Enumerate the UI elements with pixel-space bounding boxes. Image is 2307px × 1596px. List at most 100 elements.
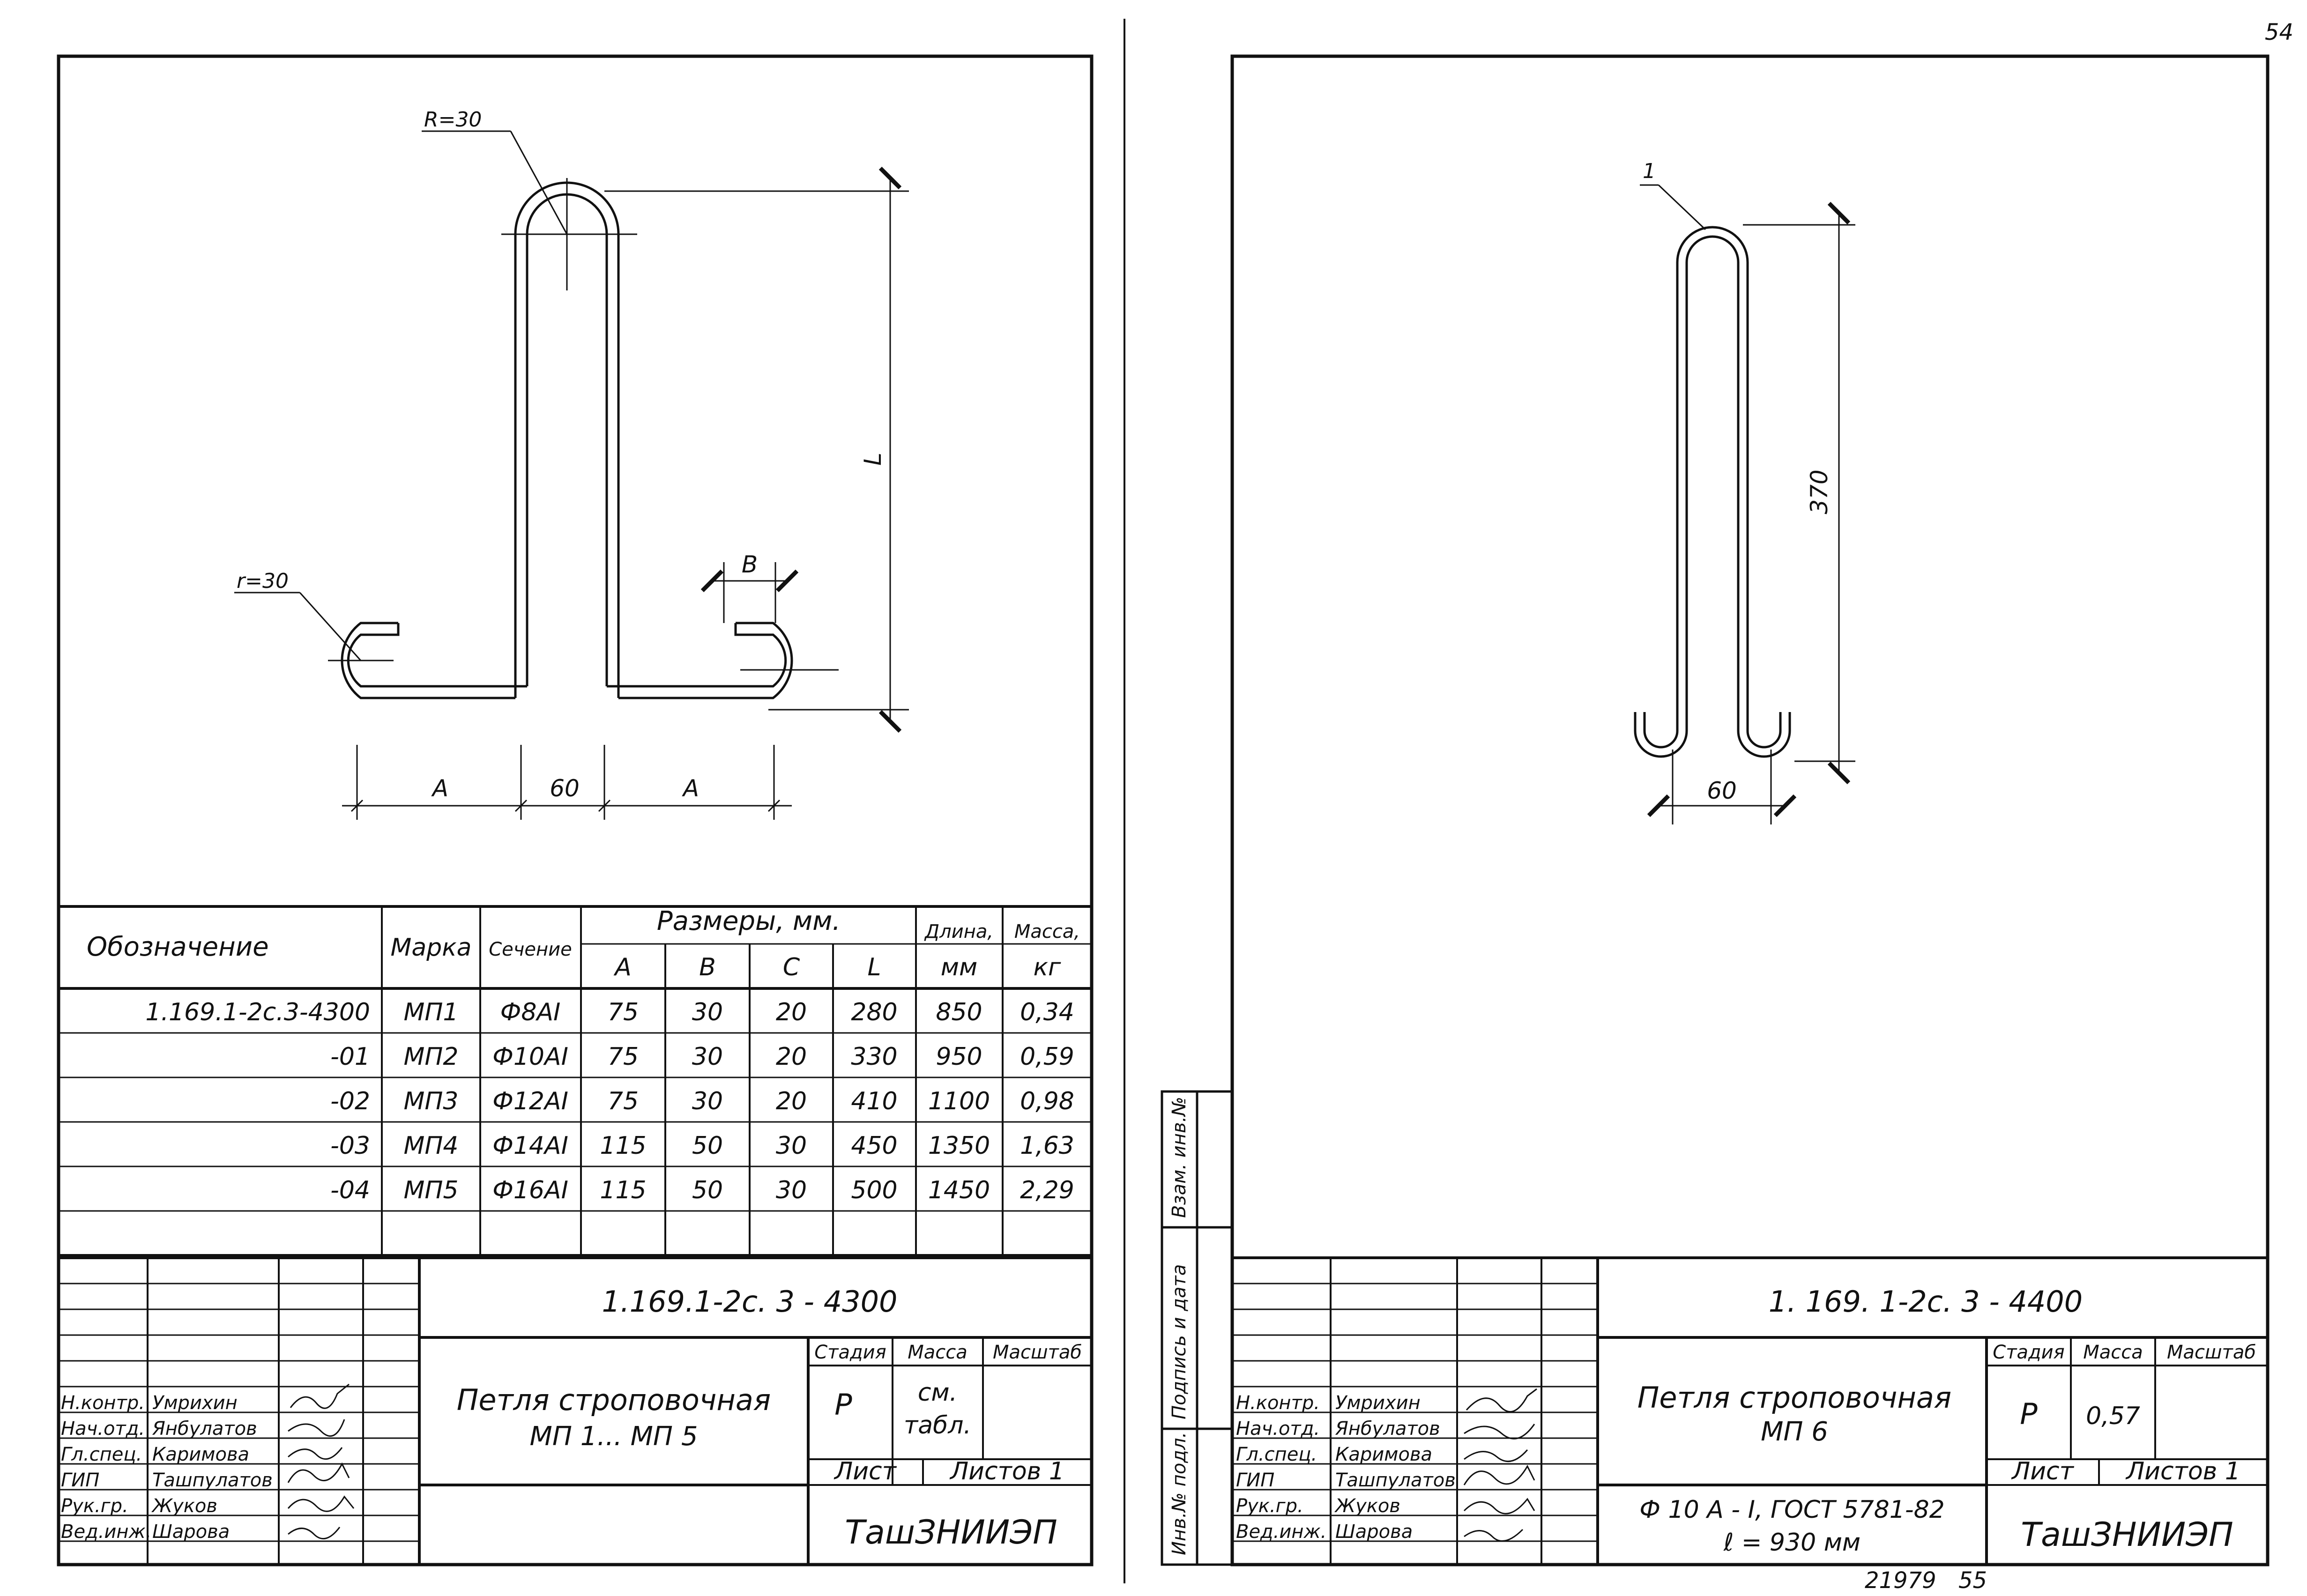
right-mass-value: 0,57: [2086, 1402, 2140, 1430]
cell-designation: -01: [330, 1043, 370, 1071]
hdr-mark: Марка: [390, 934, 471, 962]
role-name: Ташпулатов: [152, 1470, 273, 1491]
left-stage-value: Р: [834, 1388, 852, 1422]
spec-table-header: Обозначение Марка Сечение Размеры, мм. A…: [87, 906, 1080, 981]
page-number: 54: [2265, 19, 2293, 45]
role-name: Янбулатов: [1335, 1418, 1440, 1440]
role-label: Рук.гр.: [1236, 1495, 1303, 1517]
cell-section: Ф16АI: [492, 1176, 568, 1204]
right-stage-value: Р: [2020, 1397, 2038, 1431]
right-organization: ТашЗНИИЭП: [2021, 1515, 2233, 1554]
role-name: Каримова: [152, 1444, 249, 1465]
hdr-mass: Масса,: [1014, 921, 1080, 943]
right-side-labels: Инв.№ подл. Подпись и дата Взам. инв.№: [1168, 1097, 1190, 1555]
cell-length: 1350: [928, 1132, 990, 1160]
left-doc-code: 1.169.1-2c. 3 - 4300: [602, 1284, 898, 1319]
cell-L: 280: [851, 998, 897, 1026]
cell-length: 1450: [928, 1176, 990, 1204]
role-name: Шарова: [1335, 1521, 1413, 1543]
right-sheets-label: Листов 1: [2125, 1457, 2240, 1485]
role-name: Янбулатов: [152, 1418, 257, 1440]
cell-B: 30: [692, 1043, 723, 1071]
dim-60-left: 60: [550, 775, 580, 802]
left-frame: [57, 54, 1094, 1566]
loop6-left-hook: [1634, 712, 1688, 758]
left-sheet: [57, 54, 1094, 1566]
role-label: Нач.отд.: [61, 1418, 145, 1440]
role-label: Н.контр.: [61, 1392, 145, 1414]
hdr-section: Сечение: [489, 939, 572, 960]
role-name: Умрихин: [152, 1392, 238, 1414]
role-name: Ташпулатов: [1335, 1470, 1456, 1491]
left-sheets-label: Листов 1: [949, 1457, 1064, 1485]
cell-C: 20: [776, 1087, 807, 1115]
hdr-sizes: Размеры, мм.: [657, 906, 841, 936]
left-title-texts: 1.169.1-2c. 3 - 4300 Петля строповочная …: [457, 1284, 1082, 1551]
left-mass-value-line1: см.: [918, 1379, 957, 1407]
right-title-texts: 1. 169. 1-2c. 3 - 4400 Петля строповочна…: [1637, 1284, 2256, 1557]
footer-page: 55: [1958, 1567, 1987, 1594]
right-doc-code: 1. 169. 1-2c. 3 - 4400: [1769, 1284, 2083, 1319]
cell-L: 500: [851, 1176, 897, 1204]
left-drawing-labels: R=30 r=30 A 60 A B L: [237, 108, 886, 802]
cell-mass: 0,34: [1020, 998, 1074, 1026]
left-organization: ТашЗНИИЭП: [845, 1513, 1057, 1551]
cell-A: 115: [600, 1132, 646, 1160]
hdr-L: L: [868, 953, 881, 981]
cell-mass: 0,59: [1020, 1043, 1074, 1071]
footer-inventory: 21979: [1865, 1567, 1936, 1594]
cell-mark: МП1: [403, 998, 458, 1026]
left-sheet-label: Лист: [833, 1457, 897, 1485]
role-label: Гл.спец.: [61, 1444, 142, 1465]
cell-L: 330: [851, 1043, 897, 1071]
left-dim-L: [604, 166, 909, 733]
right-hook-inner: [607, 623, 787, 688]
loop6-right-hook: [1737, 712, 1791, 758]
role-name: Шарова: [152, 1521, 230, 1543]
left-title-block: [59, 1256, 1092, 1565]
left-title-line2: МП 1... МП 5: [530, 1421, 698, 1452]
hdr-C: C: [783, 953, 800, 981]
dim-A-left: A: [431, 775, 448, 802]
left-leaders: [234, 130, 568, 661]
cell-A: 75: [608, 1043, 639, 1071]
role-label: Вед.инж.: [61, 1521, 151, 1543]
right-material-line2: ℓ = 930 мм: [1723, 1529, 1860, 1557]
cell-B: 50: [692, 1132, 723, 1160]
left-center-lines: [328, 178, 839, 671]
dim-L-label: L: [859, 453, 886, 466]
cell-designation: 1.169.1-2c.3-4300: [145, 998, 370, 1026]
cell-mass: 1,63: [1020, 1132, 1074, 1160]
right-side-stamp: [1161, 1090, 1234, 1566]
cell-L: 450: [851, 1132, 897, 1160]
left-mass-label: Масса: [908, 1342, 967, 1363]
loop6-inner: [1685, 235, 1740, 731]
cell-C: 20: [776, 998, 807, 1026]
cell-length: 850: [936, 998, 982, 1026]
right-signature-list: Н.контр.УмрихинНач.отд.ЯнбулатовГл.спец.…: [1236, 1392, 1456, 1543]
dim-370-label: 370: [1806, 469, 1833, 514]
cell-B: 30: [692, 1087, 723, 1115]
role-label: Н.контр.: [1236, 1392, 1320, 1414]
left-stage-label: Стадия: [814, 1342, 886, 1363]
right-signatures: [1463, 1388, 1537, 1542]
left-mass-value-line2: табл.: [904, 1411, 971, 1440]
cell-mark: МП4: [403, 1132, 458, 1160]
cell-designation: -04: [330, 1176, 370, 1204]
right-title-line2: МП 6: [1761, 1417, 1828, 1447]
right-mass-label: Масса: [2083, 1342, 2143, 1363]
role-label: ГИП: [1236, 1470, 1274, 1491]
dim-B-label: B: [742, 551, 758, 578]
dim-A-right: A: [682, 775, 699, 802]
left-hook-inner: [347, 623, 527, 688]
role-label: Гл.спец.: [1236, 1444, 1317, 1465]
side-signature-date: Подпись и дата: [1168, 1264, 1190, 1419]
position-label: 1: [1643, 159, 1656, 183]
right-hook-outer: [618, 622, 793, 699]
